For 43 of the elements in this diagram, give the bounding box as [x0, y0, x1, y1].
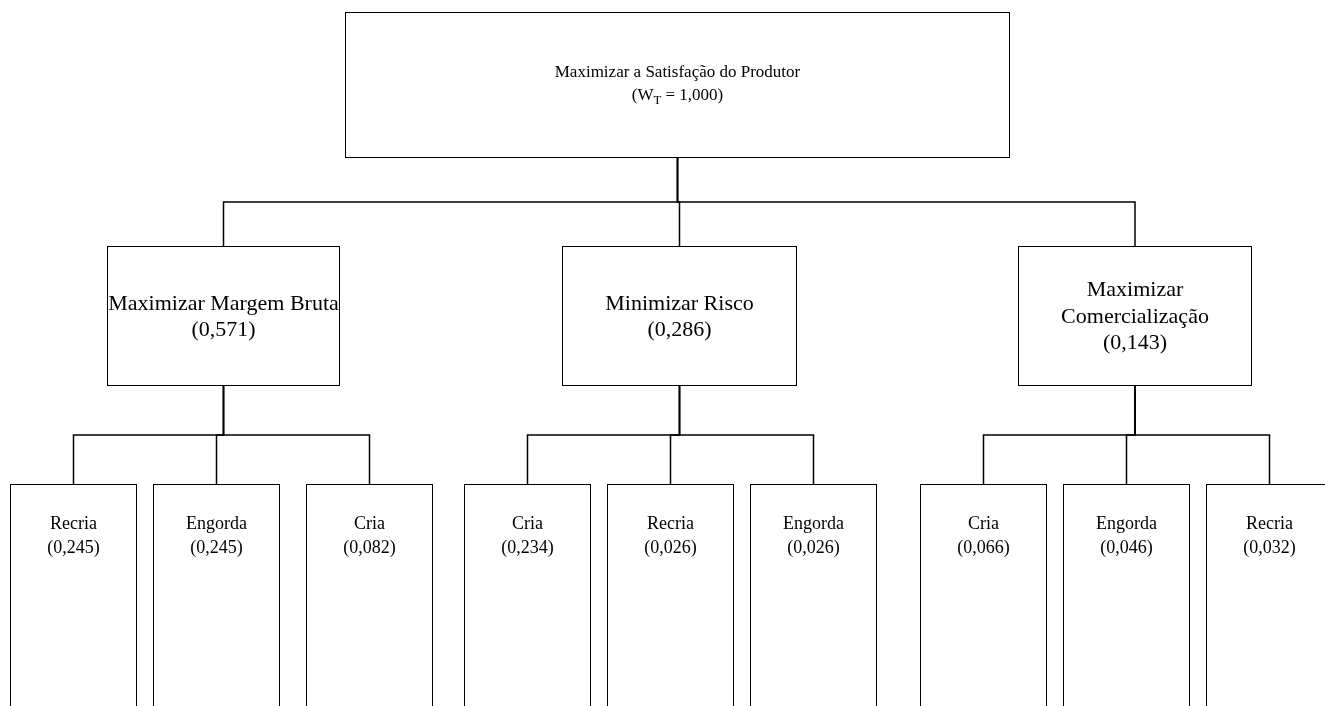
- box-text: (0,143): [1102, 329, 1168, 356]
- box-text: Cria: [512, 512, 543, 535]
- connector-line: [222, 385, 371, 485]
- box-text: (0,082): [343, 536, 396, 560]
- box-text: (0,032): [1243, 536, 1296, 560]
- box-text: (0,286): [647, 316, 712, 343]
- box-text: Maximizar Margem Bruta: [108, 289, 339, 316]
- box-text: Engorda: [186, 512, 247, 535]
- box-text: (0,571): [191, 316, 256, 343]
- goal-box: [345, 12, 1010, 158]
- alternative-box: [920, 484, 1047, 706]
- connector-line: [676, 157, 1136, 247]
- alternative-box: [153, 484, 280, 706]
- box-text: (0,046): [1100, 536, 1153, 560]
- alternative-box: [464, 484, 591, 706]
- criterion-box: [107, 246, 340, 386]
- box-text: (0,245): [47, 536, 100, 560]
- alternative-box: [607, 484, 734, 706]
- box-text: Cria: [354, 512, 385, 535]
- box-text: Maximizar a Satisfação do Produtor: [554, 61, 801, 84]
- alternative-box: [1206, 484, 1325, 706]
- criterion-box: [1018, 246, 1252, 386]
- connector-line: [1134, 385, 1271, 485]
- criterion-box: [562, 246, 797, 386]
- alternative-box: [10, 484, 137, 706]
- alternative-box: [750, 484, 877, 706]
- box-text: Maximizar Comercialização: [1060, 276, 1210, 330]
- box-text: Cria: [968, 512, 999, 535]
- box-text: Recria: [1246, 512, 1293, 535]
- alternative-box: [306, 484, 433, 706]
- box-text: (0,245): [190, 536, 243, 560]
- box-text: (0,066): [957, 536, 1010, 560]
- box-text: (0,026): [787, 536, 840, 560]
- box-text: Engorda: [783, 512, 844, 535]
- box-text: Recria: [647, 512, 694, 535]
- box-text: Recria: [50, 512, 97, 535]
- box-text: (0,026): [644, 536, 697, 560]
- connector-line: [678, 385, 815, 485]
- box-text: Engorda: [1096, 512, 1157, 535]
- box-text: (0,234): [501, 536, 554, 560]
- box-text: (W$_{T}$ = 1,000): [631, 83, 724, 109]
- box-text: Minimizar Risco: [605, 289, 754, 316]
- alternative-box: [1063, 484, 1190, 706]
